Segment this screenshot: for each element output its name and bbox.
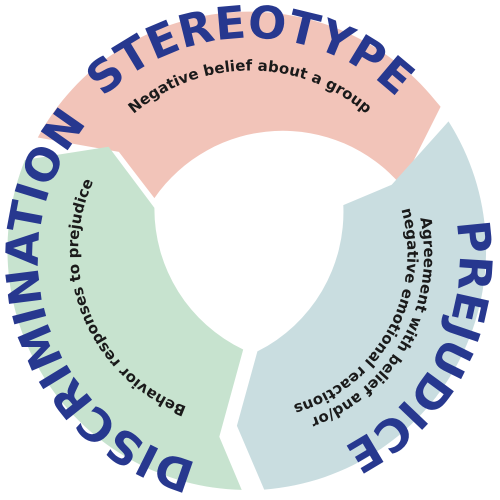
stereotype-segment	[37, 11, 441, 199]
discrimination-segment	[7, 146, 244, 490]
prejudice-segment	[236, 121, 487, 490]
